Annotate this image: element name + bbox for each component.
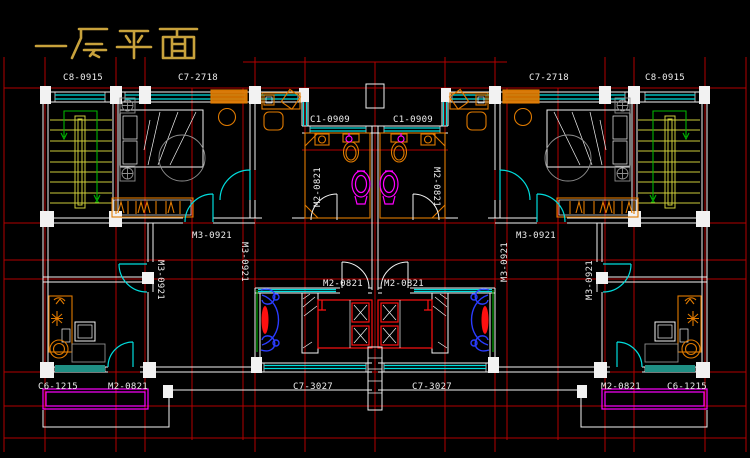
door-label-m3-left: M3-0921 (192, 231, 232, 241)
window-label-c7-right: C7-2718 (529, 73, 569, 83)
window-label-c7b-left: C7-3027 (293, 382, 333, 392)
labels-layer: C8-0915 C7-2718 C1-0909 C1-0909 C7-2718 … (38, 73, 707, 392)
plan-right-half (377, 85, 711, 428)
door-label-m3-v6: M3-0921 (585, 260, 595, 300)
door-label-m2-bath-left: M2-0821 (313, 167, 323, 207)
door-label-m3-v5: M3-0921 (500, 242, 510, 282)
door-label-m2-center-left: M2-0821 (323, 279, 363, 289)
door-label-m3-right: M3-0921 (516, 231, 556, 241)
window-label-c6-right: C6-1215 (667, 382, 707, 392)
door-label-m3-v1: M3-0921 (155, 260, 165, 300)
door-label-m2-bath-right: M2-0821 (431, 167, 441, 207)
door-label-m3-v2: M3-0921 (239, 242, 249, 282)
page-title (34, 27, 199, 60)
window-label-c1-left: C1-0909 (310, 115, 350, 125)
center-elements (365, 83, 385, 411)
grid-layer (3, 57, 747, 452)
door-label-m2-center-right: M2-0821 (384, 279, 424, 289)
window-label-c1-right: C1-0909 (393, 115, 433, 125)
door-label-m2-br: M2-0821 (601, 382, 641, 392)
window-label-c6-left: C6-1215 (38, 382, 78, 392)
window-label-c7b-right: C7-3027 (412, 382, 452, 392)
window-label-c7-left: C7-2718 (178, 73, 218, 83)
window-label-c8-left: C8-0915 (63, 73, 103, 83)
door-label-m2-bl: M2-0821 (108, 382, 148, 392)
plan-left-half (39, 85, 373, 428)
window-label-c8-right: C8-0915 (645, 73, 685, 83)
